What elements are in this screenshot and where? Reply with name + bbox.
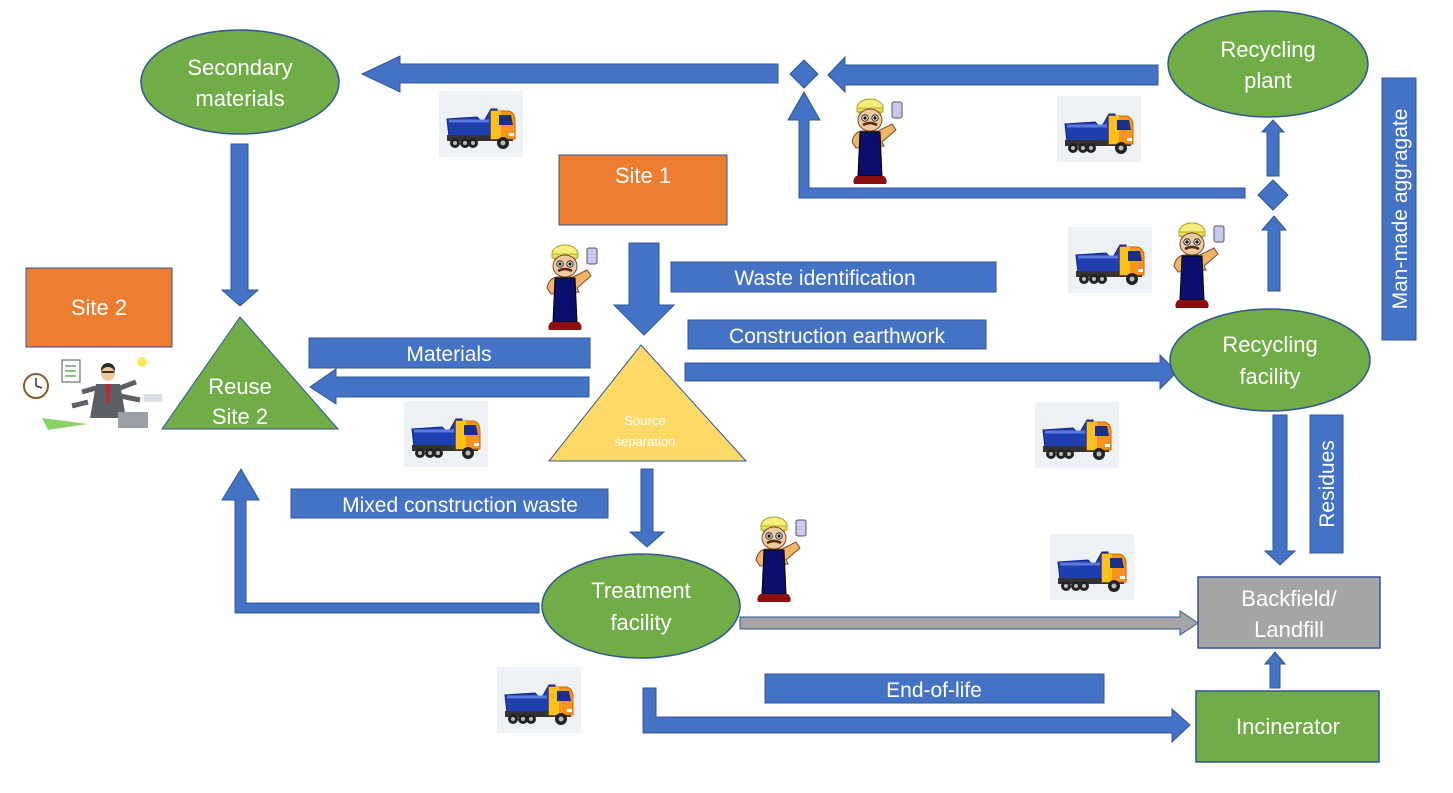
node-backfield-landfill: Backfield/ Landfill <box>1197 576 1381 649</box>
node-reuse-site2-line1: Reuse <box>208 374 272 399</box>
junction-diamond-right <box>1257 179 1289 211</box>
label-waste-identification-text: Waste identification <box>734 267 915 290</box>
arrow-recycling-facility-to-junction <box>1260 215 1288 292</box>
node-treatment-facility: Treatment facility <box>541 553 741 659</box>
arrow-secondary-to-reuse <box>220 143 260 307</box>
node-secondary-materials-line2: materials <box>195 86 284 111</box>
arrow-treatment-to-reuse <box>221 468 540 614</box>
label-residues: Residues <box>1309 414 1344 554</box>
label-man-made-aggregate: Man-made aggragate <box>1381 77 1417 341</box>
arrow-recycling-facility-to-landfill <box>1263 414 1297 566</box>
node-backfield-landfill-line1: Backfield/ <box>1241 586 1337 611</box>
dump-truck-icon <box>402 399 490 469</box>
construction-worker-icon <box>545 243 599 332</box>
node-secondary-materials-line1: Secondary <box>187 55 292 80</box>
busy-manager-icon <box>23 357 162 430</box>
node-recycling-facility-line2: facility <box>1239 364 1300 389</box>
label-end-of-life-text: End-of-life <box>886 679 982 702</box>
arrow-to-reuse-site2 <box>309 368 590 405</box>
node-site1: Site 1 <box>558 154 728 226</box>
arrow-incinerator-to-landfill <box>1263 651 1287 689</box>
label-end-of-life: End-of-life <box>764 673 1105 704</box>
node-site2: Site 2 <box>25 267 173 348</box>
node-reuse-site2: Reuse Site 2 <box>161 316 340 430</box>
dump-truck-icon <box>437 89 525 159</box>
arrow-treatment-to-landfill <box>739 610 1199 636</box>
node-recycling-plant: Recycling plant <box>1167 10 1369 118</box>
node-recycling-facility: Recycling facility <box>1169 308 1371 412</box>
label-waste-identification: Waste identification <box>670 261 997 293</box>
node-source-separation: Source separation <box>547 344 748 462</box>
node-site1-label: Site 1 <box>615 163 671 188</box>
arrow-to-secondary-materials <box>360 55 779 93</box>
node-treatment-facility-line2: facility <box>610 610 671 635</box>
label-materials-text: Materials <box>406 343 491 366</box>
dump-truck-icon <box>1055 94 1143 164</box>
label-mixed-construction-waste-text: Mixed construction waste <box>342 494 578 517</box>
node-recycling-plant-line2: plant <box>1244 68 1292 93</box>
construction-worker-icon <box>850 97 904 186</box>
dump-truck-icon <box>1048 532 1136 602</box>
construction-worker-icon <box>1172 221 1226 310</box>
arrow-loop-to-top-junction <box>787 90 1246 199</box>
label-man-made-aggregate-text: Man-made aggragate <box>1389 109 1412 310</box>
node-site2-label: Site 2 <box>71 295 127 320</box>
label-materials: Materials <box>308 337 591 369</box>
label-residues-text: Residues <box>1316 440 1339 528</box>
node-source-separation-line1: Source <box>624 413 665 428</box>
arrow-junction-to-recycling-plant <box>1260 119 1286 177</box>
label-mixed-construction-waste: Mixed construction waste <box>290 488 609 519</box>
dump-truck-icon <box>1066 225 1154 295</box>
dump-truck-icon <box>495 665 583 735</box>
arrow-to-recycling-facility <box>684 353 1178 391</box>
arrow-recycling-plant-to-junction <box>827 55 1159 94</box>
node-recycling-plant-line1: Recycling <box>1220 37 1315 62</box>
node-recycling-facility-line1: Recycling <box>1222 332 1317 357</box>
node-backfield-landfill-line2: Landfill <box>1254 617 1324 642</box>
arrow-to-treatment-facility <box>628 468 666 548</box>
dump-truck-icon <box>1033 400 1121 470</box>
node-source-separation-line2: separation <box>615 434 676 449</box>
node-reuse-site2-line2: Site 2 <box>212 404 268 429</box>
label-construction-earthwork: Construction earthwork <box>687 319 987 350</box>
arrow-treatment-to-incinerator <box>642 687 1191 744</box>
node-treatment-facility-line1: Treatment <box>591 578 690 603</box>
arrow-site1-to-source-separation <box>612 242 676 336</box>
node-incinerator-label: Incinerator <box>1236 714 1340 739</box>
node-secondary-materials: Secondary materials <box>140 29 340 135</box>
node-incinerator: Incinerator <box>1195 690 1380 763</box>
construction-worker-icon <box>754 515 808 604</box>
junction-diamond-top <box>789 59 819 89</box>
label-construction-earthwork-text: Construction earthwork <box>729 325 945 348</box>
